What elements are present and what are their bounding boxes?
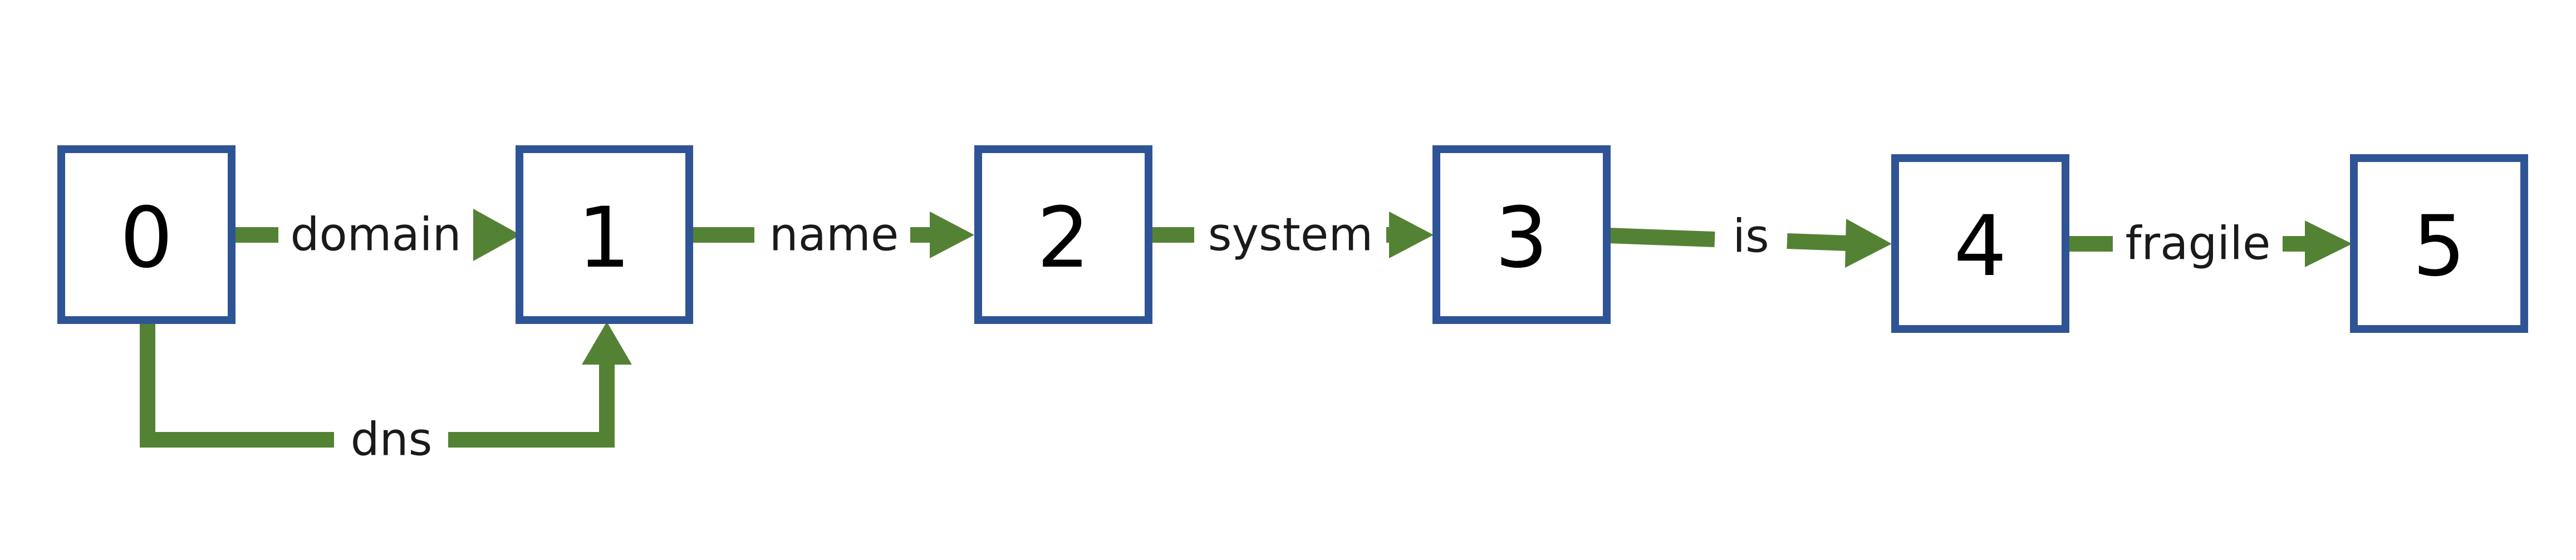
node-3-box xyxy=(1432,145,1611,324)
edge-is-line-start xyxy=(1607,228,1715,247)
edge-dns: dns xyxy=(140,321,632,466)
edge-name-arrowhead xyxy=(930,212,974,258)
edge-is-arrowhead xyxy=(1845,219,1892,268)
edge-dns-arrowhead xyxy=(582,322,632,365)
node-1-box xyxy=(516,145,693,324)
edge-system: system xyxy=(1150,209,1434,262)
node-1-label: 1 xyxy=(577,190,630,287)
edge-domain-arrowhead xyxy=(473,209,521,261)
edge-label-dns: dns xyxy=(351,414,433,466)
edge-domain: domain xyxy=(233,209,521,262)
edge-label-name: name xyxy=(769,209,899,262)
node-2-label: 2 xyxy=(1037,190,1090,287)
edge-is-line-end xyxy=(1787,233,1849,251)
node-1: 1 xyxy=(516,145,693,324)
edge-dns-line-end xyxy=(448,361,615,448)
node-2-box xyxy=(974,145,1152,324)
edge-name: name xyxy=(690,209,974,262)
node-5-box xyxy=(2350,154,2528,333)
edge-fragile-arrowhead xyxy=(2305,220,2352,267)
edge-dns-line-start xyxy=(140,321,334,448)
node-2: 2 xyxy=(974,145,1152,324)
node-3: 3 xyxy=(1432,145,1611,324)
edge-fragile: fragile xyxy=(2065,218,2352,271)
node-0: 0 xyxy=(57,145,235,324)
node-3-label: 3 xyxy=(1495,190,1548,287)
node-4-label: 4 xyxy=(1954,198,2006,295)
node-5-label: 5 xyxy=(2412,198,2465,295)
edge-label-domain: domain xyxy=(290,209,461,262)
node-4-box xyxy=(1891,154,2069,333)
node-0-box xyxy=(57,145,235,324)
node-0-label: 0 xyxy=(120,190,173,287)
node-4: 4 xyxy=(1891,154,2069,333)
edge-label-is: is xyxy=(1733,210,1769,263)
node-5: 5 xyxy=(2350,154,2528,333)
edge-label-fragile: fragile xyxy=(2126,218,2271,271)
edge-label-system: system xyxy=(1208,209,1373,262)
edge-is: is xyxy=(1607,210,1892,268)
edge-system-arrowhead xyxy=(1389,212,1434,258)
